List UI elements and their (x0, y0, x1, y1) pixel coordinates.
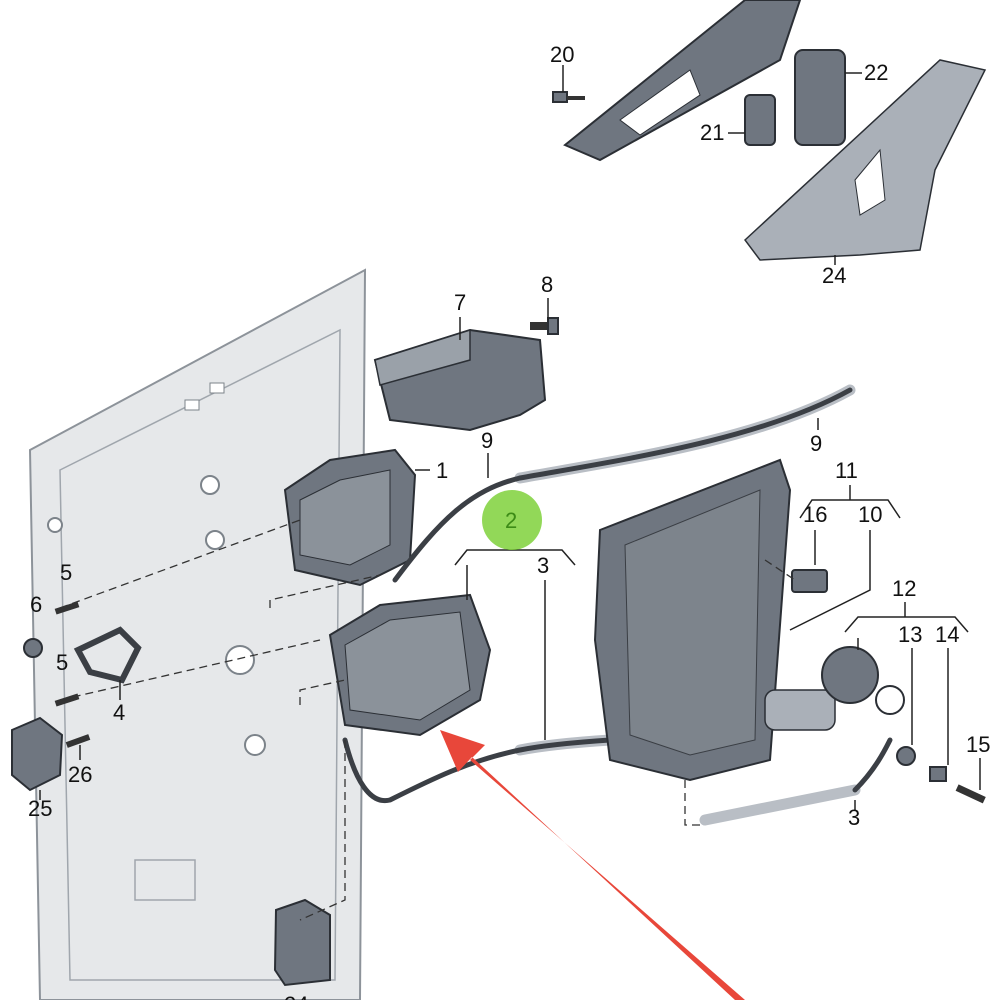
callout-22: 22 (864, 60, 888, 85)
callout-24: 24 (822, 263, 846, 288)
callout-5-upper: 5 (60, 560, 72, 585)
striker-25 (11, 716, 64, 792)
callout-21: 21 (700, 120, 724, 145)
bowden-cable-3 (342, 734, 893, 826)
door-trim-upper (563, 0, 802, 162)
callout-3-upper: 3 (537, 553, 549, 578)
switch-21 (744, 94, 776, 146)
callout-6: 6 (30, 592, 42, 617)
screw-20 (552, 91, 585, 103)
cap-6 (23, 638, 43, 658)
callout-12: 12 (892, 576, 916, 601)
callout-4: 4 (113, 700, 125, 725)
bracket-16 (791, 569, 828, 593)
callout-9-left: 9 (481, 428, 493, 453)
door-inner-panel (28, 268, 367, 1000)
callout-7: 7 (454, 290, 466, 315)
pointer-arrow (440, 730, 745, 1000)
callout-8: 8 (541, 272, 553, 297)
screw-26 (65, 734, 91, 748)
window-motor-12 (764, 646, 905, 731)
seal-4 (73, 626, 142, 684)
switch-22 (794, 49, 846, 146)
window-regulator-panel (593, 458, 792, 782)
callout-labels: 20 22 21 24 7 8 9 9 1 11 16 10 2 3 5 6 5… (28, 42, 990, 1000)
screw-8 (530, 317, 559, 335)
callout-15: 15 (966, 732, 990, 757)
door-lock-1 (283, 448, 417, 587)
grommet-13 (896, 746, 916, 766)
callout-11: 11 (835, 458, 858, 483)
screw-15 (955, 784, 986, 804)
callout-2: 2 (505, 508, 517, 533)
lock-cover-7 (373, 328, 547, 432)
callout-20: 20 (550, 42, 574, 67)
callout-3-lower: 3 (848, 805, 860, 830)
callout-14: 14 (935, 622, 959, 647)
highlight-marker (482, 490, 542, 550)
callout-24-bottom: 24 (284, 992, 308, 1000)
callout-13: 13 (898, 622, 922, 647)
callout-1: 1 (436, 458, 448, 483)
callout-10: 10 (858, 502, 882, 527)
callout-16: 16 (803, 502, 827, 527)
bowden-cable-9 (392, 384, 856, 583)
screw-5-upper (54, 601, 80, 615)
callout-9-right: 9 (810, 431, 822, 456)
nut-14 (929, 766, 947, 782)
leader-lines (39, 65, 981, 810)
callout-5-lower: 5 (56, 650, 68, 675)
door-trim-panel-24 (743, 59, 987, 261)
callout-25: 25 (28, 796, 52, 821)
catch-24 (273, 898, 331, 987)
alignment-lines (59, 519, 796, 921)
door-lock-2 (328, 593, 492, 737)
callout-26: 26 (68, 762, 92, 787)
